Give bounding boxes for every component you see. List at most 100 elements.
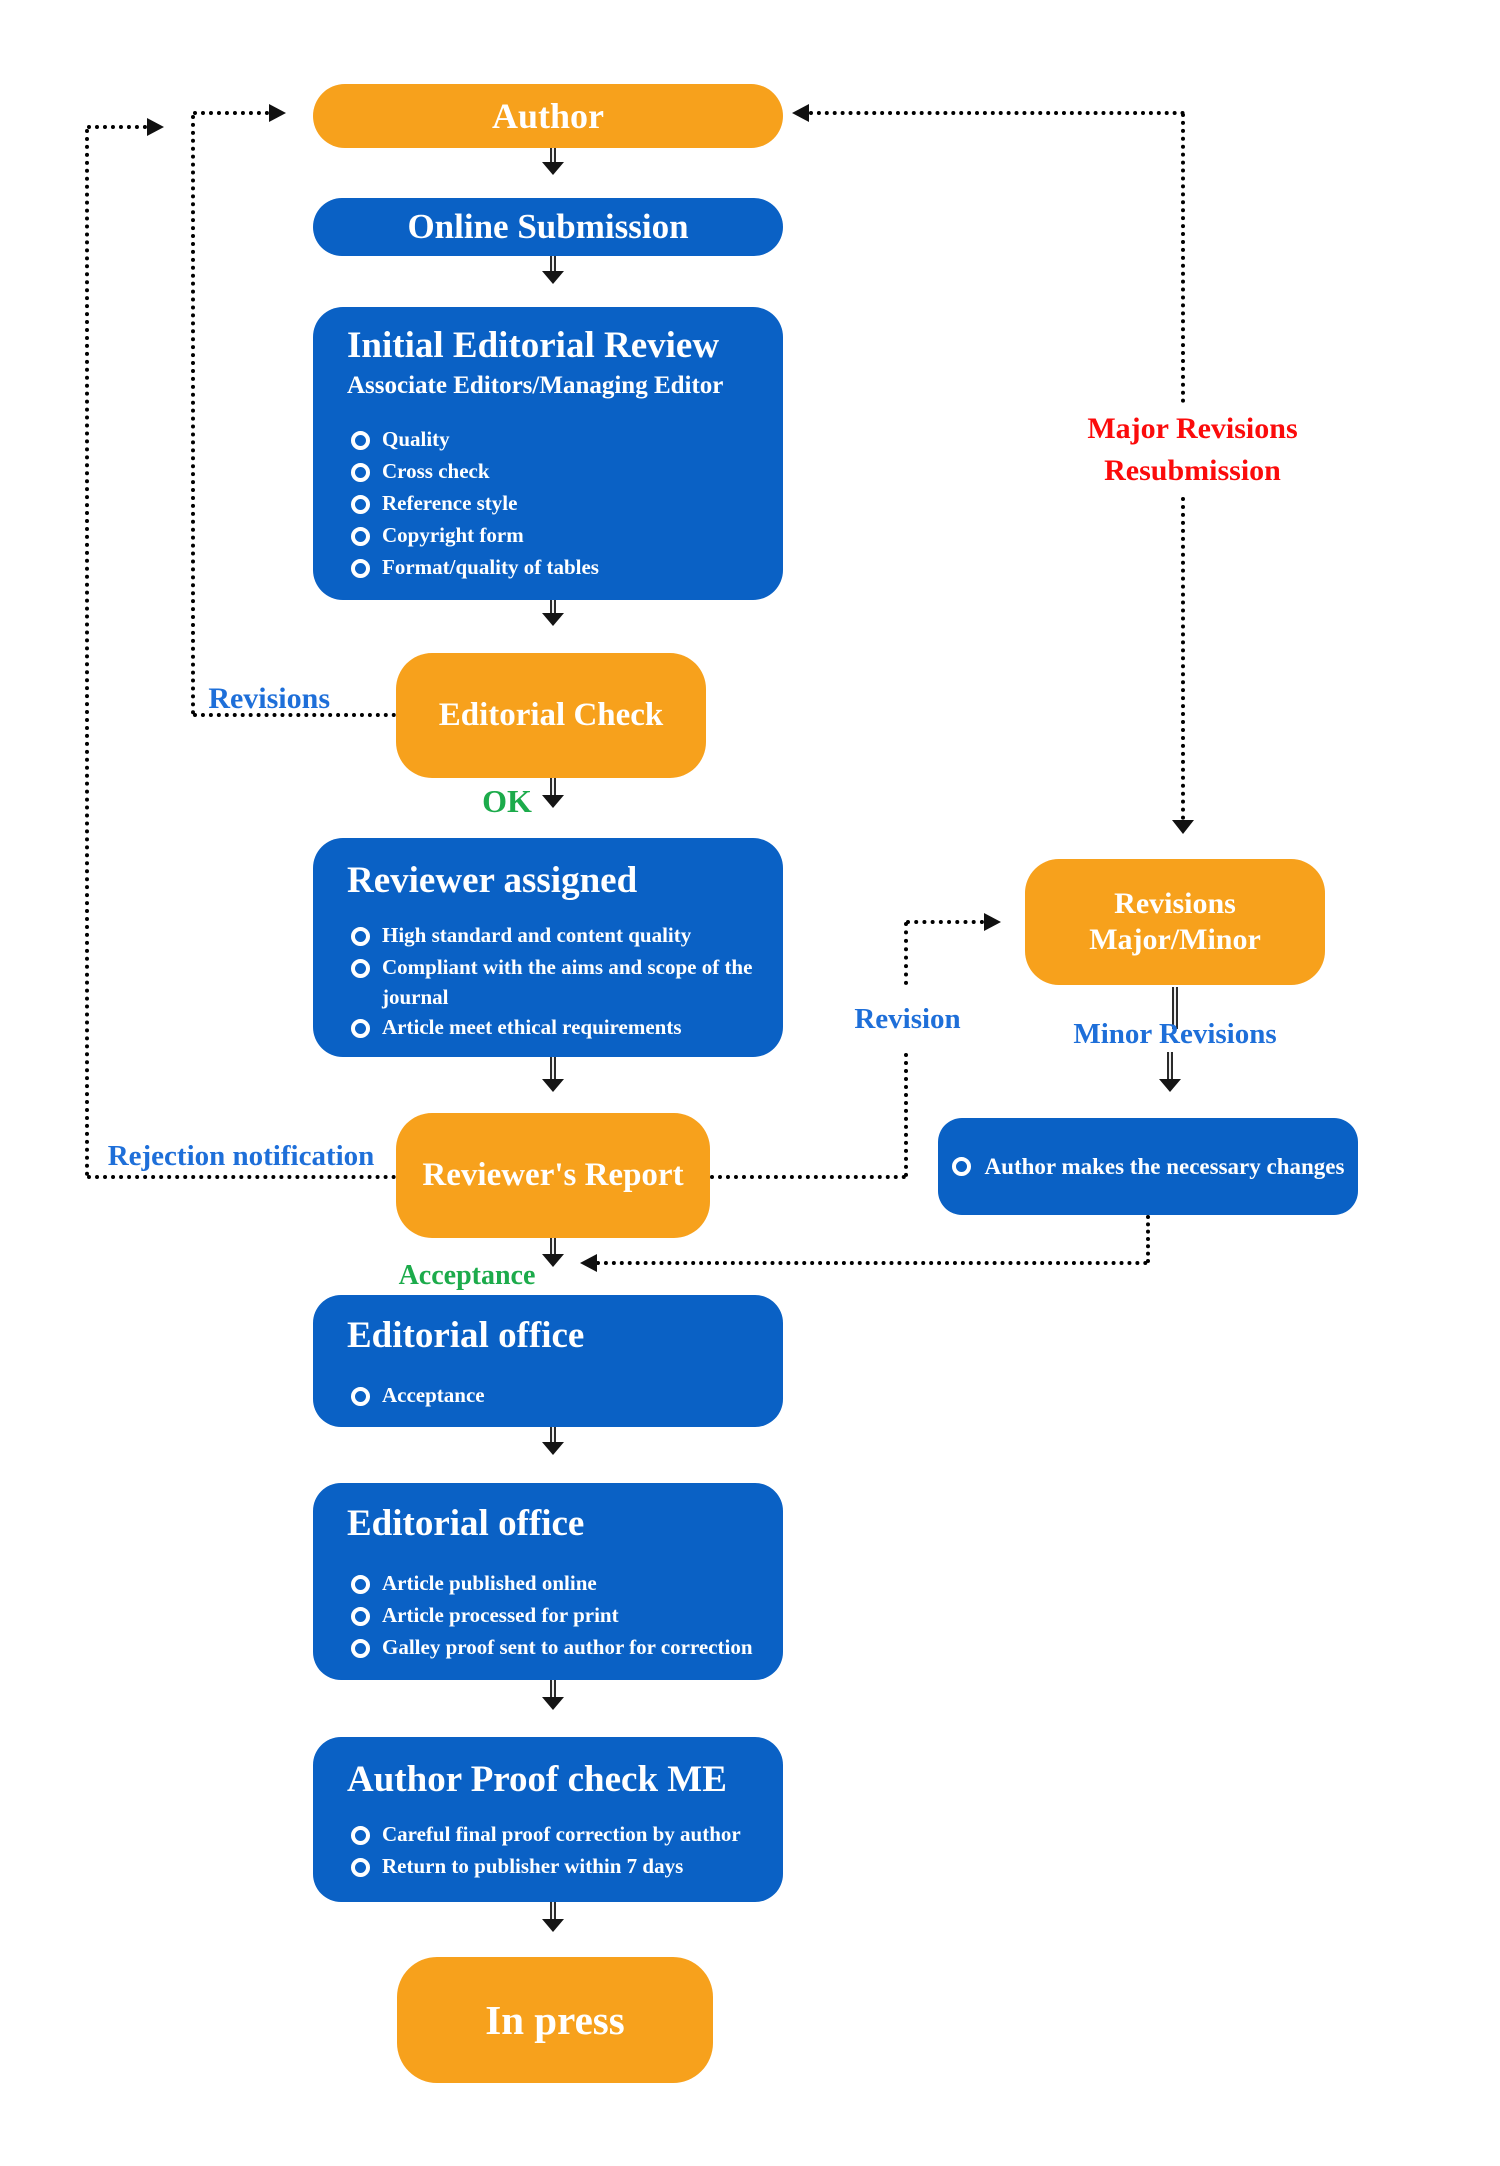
arrowhead-down-icon: [542, 271, 564, 284]
revision-path-vertical-upper: [904, 922, 908, 985]
flow-arrow-minor-to-changes: [1159, 1052, 1181, 1092]
arrowhead-left-icon: [580, 1254, 597, 1272]
arrowhead-down-icon: [1159, 1079, 1181, 1092]
bullet-ring-icon: [351, 495, 370, 514]
bullet-ring-icon: [351, 1019, 370, 1038]
arrowhead-down-icon: [542, 1919, 564, 1932]
list-item: Copyright form: [351, 520, 771, 552]
bullet-list: Acceptance: [351, 1380, 771, 1412]
bullet-list: Article published online Article process…: [351, 1568, 771, 1664]
list-item: Return to publisher within 7 days: [351, 1851, 771, 1883]
list-item: Format/quality of tables: [351, 552, 771, 584]
author-changes-return-line: [596, 1261, 1148, 1265]
node-title: Reviewer assigned: [347, 860, 638, 901]
flow-arrow-submission-to-review: [542, 256, 564, 284]
node-author-label: Author: [491, 96, 604, 136]
arrowhead-right-icon: [984, 913, 1001, 931]
flow-arrow-proof-to-press: [542, 1902, 564, 1932]
bullet-ring-icon: [951, 1157, 971, 1176]
node-editorial-office-acceptance: Editorial office Acceptance: [313, 1295, 783, 1427]
bullet-list: Quality Cross check Reference style Copy…: [351, 424, 771, 584]
node-initial-editorial-review: Initial Editorial Review Associate Edito…: [313, 307, 783, 600]
bullet-ring-icon: [351, 1607, 370, 1626]
node-title: Initial Editorial Review: [347, 325, 720, 366]
edge-label-revisions: Revisions: [208, 682, 330, 715]
node-revisions-line1: Revisions: [1114, 887, 1236, 920]
node-reviewer-assigned: Reviewer assigned High standard and cont…: [313, 838, 783, 1057]
revisions-loop-vertical-line: [191, 115, 195, 715]
list-item: Reference style: [351, 488, 771, 520]
rejection-loop-top-line: [87, 125, 147, 129]
node-revisions-line2: Major/Minor: [1089, 923, 1261, 956]
bullet-ring-icon: [351, 559, 370, 578]
revision-path-vertical-lower: [904, 1053, 908, 1177]
edge-label-acceptance: Acceptance: [398, 1260, 536, 1291]
revisions-loop-bottom-line: [193, 713, 396, 717]
arrowhead-down-icon: [542, 1079, 564, 1092]
arrowhead-down-icon: [542, 613, 564, 626]
node-author-makes-changes: Author makes the necessary changes: [938, 1118, 1358, 1215]
revisions-loop-top-line: [193, 111, 269, 115]
list-item: Compliant with the aims and scope of the…: [351, 952, 771, 1012]
arrowhead-right-icon: [147, 118, 164, 136]
node-online-submission: Online Submission: [313, 198, 783, 256]
major-revisions-vertical-line-lower: [1181, 497, 1185, 820]
node-reviewers-report: Reviewer's Report: [396, 1113, 710, 1238]
arrowhead-right-icon: [269, 104, 286, 122]
bullet-ring-icon: [351, 1575, 370, 1594]
edge-label-major-revisions-line1: Major Revisions: [1087, 412, 1298, 445]
bullet-list: High standard and content quality Compli…: [351, 920, 771, 1044]
flow-arrow-check-to-reviewer: [542, 778, 564, 808]
node-subtitle: Associate Editors/Managing Editor: [347, 372, 724, 399]
flow-arrow-office-to-office: [542, 1427, 564, 1455]
node-online-submission-label: Online Submission: [407, 207, 689, 246]
list-item: Article meet ethical requirements: [351, 1012, 771, 1044]
arrowhead-down-icon: [542, 1442, 564, 1455]
node-author-makes-changes-label: Author makes the necessary changes: [984, 1153, 1345, 1179]
arrowhead-down-icon: [542, 1697, 564, 1710]
node-in-press-label: In press: [485, 1997, 625, 2043]
rejection-loop-bottom-line: [87, 1175, 396, 1179]
edge-label-rejection-notification: Rejection notification: [107, 1140, 375, 1172]
list-item: Cross check: [351, 456, 771, 488]
node-in-press: In press: [397, 1957, 713, 2083]
flow-arrow-reviewer-to-report: [542, 1057, 564, 1092]
edge-label-minor-revisions: Minor Revisions: [1073, 1018, 1277, 1050]
node-title: Editorial office: [347, 1315, 585, 1356]
node-author: Author: [313, 84, 783, 148]
major-revisions-vertical-line-upper: [1181, 113, 1185, 403]
bullet-ring-icon: [351, 927, 370, 946]
node-editorial-check: Editorial Check: [396, 653, 706, 778]
node-author-proof-check: Author Proof check ME Careful final proo…: [313, 1737, 783, 1902]
edge-label-major-revisions: Major Revisions Resubmission: [1040, 408, 1345, 492]
edge-label-major-revisions-line2: Resubmission: [1104, 454, 1281, 487]
list-item: Careful final proof correction by author: [351, 1819, 771, 1851]
bullet-ring-icon: [351, 1387, 370, 1406]
list-item: Article published online: [351, 1568, 771, 1600]
flow-arrow-author-to-submission: [542, 148, 564, 175]
bullet-list: Careful final proof correction by author…: [351, 1819, 771, 1883]
list-item: Article processed for print: [351, 1600, 771, 1632]
bullet-ring-icon: [351, 1858, 370, 1877]
arrowhead-down-icon: [1172, 820, 1194, 834]
flow-arrow-review-to-check: [542, 600, 564, 626]
node-editorial-check-label: Editorial Check: [438, 697, 664, 733]
node-revisions-major-minor: Revisions Major/Minor: [1025, 859, 1325, 985]
rejection-loop-vertical-line: [85, 129, 89, 1177]
bullet-ring-icon: [351, 959, 370, 978]
connector-revisions-to-minor: [1164, 987, 1186, 1029]
arrowhead-down-icon: [542, 1254, 564, 1267]
node-title: Editorial office: [347, 1503, 585, 1544]
revision-path-top-line: [906, 920, 984, 924]
node-title: Author Proof check ME: [347, 1759, 727, 1800]
bullet-ring-icon: [351, 527, 370, 546]
bullet-ring-icon: [351, 463, 370, 482]
arrowhead-down-icon: [542, 795, 564, 808]
arrowhead-down-icon: [542, 162, 564, 175]
edge-label-revision: Revision: [854, 1003, 961, 1035]
node-editorial-office-publishing: Editorial office Article published onlin…: [313, 1483, 783, 1680]
list-item: High standard and content quality: [351, 920, 771, 952]
bullet-ring-icon: [351, 431, 370, 450]
author-changes-return-vertical: [1146, 1215, 1150, 1263]
